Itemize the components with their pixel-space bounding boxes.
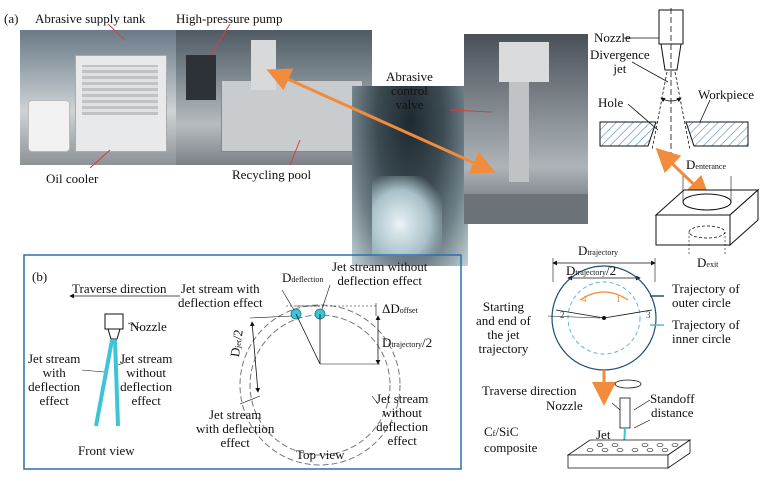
hole-label-d-exit: Dexit xyxy=(697,255,719,270)
workpiece-right xyxy=(685,121,749,147)
workpiece-left xyxy=(599,121,657,147)
divergence-right xyxy=(674,71,691,151)
label-high-pressure-pump: High-pressure pump xyxy=(176,11,283,26)
divergence-left xyxy=(651,71,668,151)
top-label-jet-without: Jet stream without deflection effect xyxy=(332,259,428,288)
pointer-tank xyxy=(107,23,126,41)
top-label-d-deflection: Ddeflection xyxy=(282,270,324,285)
traj-label-d-trajectory-half: Dtrajectory/2 xyxy=(566,263,617,278)
d-jet-dim xyxy=(249,321,261,393)
trajectory-arc-orange xyxy=(579,291,629,301)
box-front xyxy=(655,214,731,246)
hole-entrance xyxy=(682,193,732,211)
composite-side xyxy=(667,439,691,469)
box-side xyxy=(729,188,759,247)
panel-a-label: (a) xyxy=(4,11,19,26)
traj-label-composite: Cf/SiC composite xyxy=(484,424,538,455)
top-view-caption: Top view xyxy=(296,447,345,462)
top-label-d-traj-half: Dtrajectory/2 xyxy=(382,335,433,350)
pointer-pool xyxy=(289,139,301,166)
front-label-traverse: Traverse direction xyxy=(72,281,167,296)
front-nozzle-body xyxy=(104,313,124,330)
pointer-pump xyxy=(209,23,231,56)
hole-label-nozzle: Nozzle xyxy=(594,30,631,45)
hole-label-divergence-jet: Divergence jet xyxy=(590,47,650,76)
label-oil-cooler: Oil cooler xyxy=(46,171,99,186)
connector-machine-valve xyxy=(266,68,496,174)
top-circle-with xyxy=(239,304,401,466)
composite-holes xyxy=(586,443,679,452)
front-view-caption: Front view xyxy=(78,443,135,458)
pointer-cooler xyxy=(89,149,111,169)
hole-label-hole: Hole xyxy=(598,95,624,110)
front-label-nozzle: Nozzle xyxy=(130,319,167,334)
top-label-jet-with: Jet stream with deflection effect xyxy=(178,281,263,310)
top-label-delta-offset: ΔDoffset xyxy=(382,301,418,316)
front-jet-with xyxy=(94,339,114,427)
traj-point-3: 3 xyxy=(646,310,651,320)
traj-label-d-trajectory: Dtrajectory xyxy=(578,243,619,258)
panel-b-label: (b) xyxy=(32,269,48,284)
traj-legend-inner: Trajectory of inner circle xyxy=(672,317,740,346)
traj-label-standoff: Standoff distance xyxy=(650,391,695,420)
front-jet-without xyxy=(113,339,120,427)
top-radius-with xyxy=(295,313,321,365)
label-abrasive-supply-tank: Abrasive supply tank xyxy=(35,11,146,26)
front-label-jet-with: Jet stream with deflection effect xyxy=(28,351,81,408)
trajectory-inner-circle xyxy=(567,281,641,355)
front-nozzle-tip xyxy=(107,328,121,340)
panel-b-frame xyxy=(23,254,462,470)
traj-label-traverse: Traverse direction xyxy=(482,383,577,398)
hole-label-workpiece: Workpiece xyxy=(698,87,754,102)
connector-hole-box xyxy=(655,147,711,201)
hole-label-d-entrance: Denterance xyxy=(686,157,727,172)
top-label-bottom-with: Jet stream with deflection effect xyxy=(196,407,275,450)
traj-legend-outer: Trajectory of outer circle xyxy=(672,281,740,310)
traj-point-1: 1 xyxy=(616,294,621,304)
top-label-bottom-without: Jet stream without deflection effect xyxy=(376,391,429,448)
composite-front xyxy=(567,454,669,469)
traj-label-nozzle: Nozzle xyxy=(546,398,583,413)
divergence-arc xyxy=(660,97,682,103)
front-label-jet-without: Jet stream without deflection effect xyxy=(120,351,173,408)
traj-point-4: 4 xyxy=(582,294,587,304)
traj-point-2: 2 xyxy=(560,310,565,320)
traj-label-start-end: Starting and end of the jet trajectory xyxy=(476,299,531,356)
photo-oil-cooler-tank xyxy=(20,30,180,165)
traj-label-jet: Jet xyxy=(596,427,611,442)
traverse-ellipse xyxy=(614,379,642,389)
nozzle-small xyxy=(619,397,631,429)
pointer-valve xyxy=(449,109,493,113)
